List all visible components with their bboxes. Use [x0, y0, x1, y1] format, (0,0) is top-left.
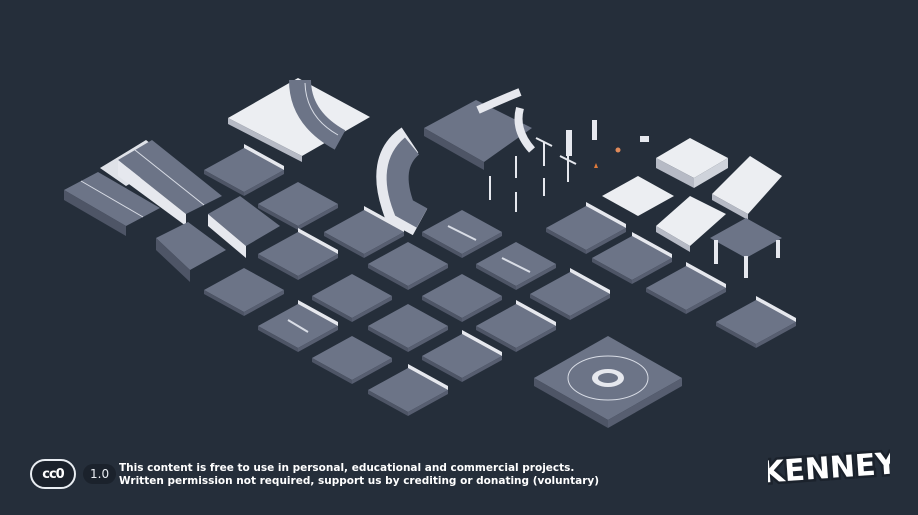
road-tile-square — [422, 330, 502, 382]
road-tile-curve-end — [716, 296, 796, 348]
block-flat-2 — [602, 176, 674, 216]
road-tile-curve-small — [646, 262, 726, 314]
license-badge-group: cc0 1.0 — [30, 458, 117, 490]
license-line-1: This content is free to use in personal,… — [119, 462, 575, 474]
road-tile-straight-3 — [312, 336, 392, 384]
road-tile-straight-2 — [204, 268, 284, 316]
cc0-icon[interactable]: cc0 — [30, 459, 76, 489]
road-tile-cross-3 — [422, 274, 502, 322]
kenney-logo-icon[interactable]: KENNEY — [768, 440, 890, 490]
block-ramp-2 — [656, 196, 726, 252]
road-tile-corner-1 — [204, 144, 284, 196]
road-tile-slope-4 — [208, 196, 280, 258]
road-tile-side-2 — [476, 300, 556, 352]
road-tile-flat-large — [228, 78, 370, 162]
license-line-2: Written permission not required, support… — [119, 474, 600, 487]
road-tile-curve-large — [376, 127, 428, 236]
pillar-props — [566, 120, 649, 168]
road-tile-side-1 — [530, 268, 610, 320]
block-flat-1 — [656, 138, 728, 188]
logo-text: KENNEY — [768, 446, 890, 490]
license-version: 1.0 — [83, 464, 117, 484]
crosswalk-markings — [287, 225, 531, 333]
street-props — [489, 137, 577, 212]
license-notice: This content is free to use in personal,… — [119, 462, 599, 487]
block-ramp-1 — [712, 156, 782, 220]
road-bridge — [710, 218, 782, 278]
road-tile-slope-3 — [156, 222, 226, 282]
road-tile-roundabout — [534, 336, 682, 428]
road-tile-straight-4 — [368, 364, 448, 416]
road-tile-slope-2 — [118, 140, 222, 226]
road-tile-curve-intersection — [424, 88, 536, 170]
road-tile-cross-4 — [368, 304, 448, 352]
